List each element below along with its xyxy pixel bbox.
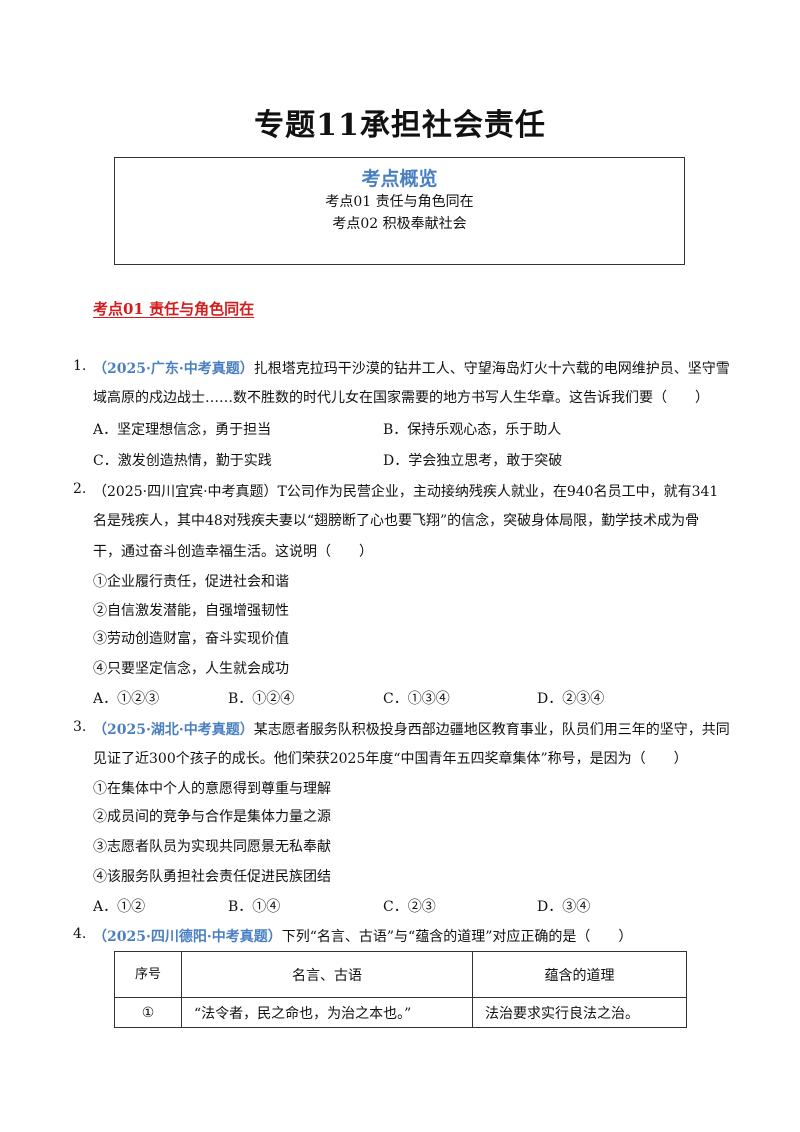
statement-4: ④只要坚定信念，人生就会成功 (93, 661, 289, 677)
question-number: 1. (73, 358, 87, 374)
overview-box: 考点概览 考点01 责任与角色同在 考点02 积极奉献社会 (114, 157, 685, 265)
question-source: （2025·四川德阳·中考真题） (93, 929, 282, 945)
option-a: A．坚定理想信念，勇于担当 (93, 422, 272, 438)
table-header-cell: 序号 (114, 951, 182, 998)
question-3-line-2: 见证了近300个孩子的成长。他们荣获2025年度“中国青年五四奖章集体”称号，是… (93, 751, 688, 767)
question-3-line-1: （2025·湖北·中考真题）某志愿者服务队积极投身西部边疆地区教育事业，队员们用… (93, 719, 730, 739)
question-2-line-1: （2025·四川宜宾·中考真题）T公司作为民营企业，主动接纳残疾人就业，在940… (93, 484, 719, 500)
statement-1: ①企业履行责任，促进社会和谐 (93, 574, 289, 590)
table-row: ① “法令者，民之命也，为治之本也。” 法治要求实行良法之治。 (114, 997, 687, 1028)
table-cell: “法令者，民之命也，为治之本也。” (181, 997, 473, 1028)
option-d: D．②③④ (537, 691, 605, 707)
statement-3: ③志愿者队员为实现共同愿景无私奉献 (93, 839, 331, 855)
option-b: B．保持乐观心态，乐于助人 (383, 422, 562, 438)
option-a: A．①②③ (93, 691, 160, 707)
overview-item: 考点01 责任与角色同在 (325, 194, 474, 210)
statement-2: ②成员间的竞争与合作是集体力量之源 (93, 809, 331, 825)
option-d: D．学会独立思考，敢于突破 (383, 453, 563, 469)
table-header-cell: 名言、古语 (181, 951, 473, 998)
table-cell: ① (114, 997, 182, 1028)
option-b: B．①②④ (228, 691, 295, 707)
option-a: A．①② (93, 899, 146, 915)
question-4-line-1: （2025·四川德阳·中考真题）下列“名言、古语”与“蕴含的道理”对应正确的是（… (93, 926, 632, 946)
statement-1: ①在集体中个人的意愿得到尊重与理解 (93, 781, 331, 797)
question-number: 4. (73, 926, 87, 942)
question-text: 某志愿者服务队积极投身西部边疆地区教育事业，队员们用三年的坚守，共同 (253, 722, 730, 738)
question-2-line-3: 干，通过奋斗创造幸福生活。这说明（ ） (93, 544, 373, 560)
page-title: 专题11承担社会责任 (254, 108, 546, 143)
section-title: 考点01 责任与角色同在 (93, 300, 255, 318)
option-b: B．①④ (228, 899, 281, 915)
option-c: C．②③ (383, 899, 436, 915)
table-cell: 法治要求实行良法之治。 (472, 997, 687, 1028)
overview-item: 考点02 积极奉献社会 (332, 216, 467, 232)
option-c: C．激发创造热情，勤于实践 (93, 453, 272, 469)
statement-2: ②自信激发潜能，自强增强韧性 (93, 603, 289, 619)
question-number: 3. (73, 719, 87, 735)
statement-3: ③劳动创造财富，奋斗实现价值 (93, 631, 289, 647)
question-number: 2. (73, 481, 87, 497)
table-header-row: 序号 名言、古语 蕴含的道理 (114, 951, 687, 998)
option-c: C．①③④ (383, 691, 450, 707)
question-text: 下列“名言、古语”与“蕴含的道理”对应正确的是（ ） (281, 929, 633, 945)
question-2-line-2: 名是残疾人，其中48对残疾夫妻以“翅膀断了心也要飞翔”的信念，突破身体局限，勤学… (93, 513, 700, 529)
question-1-line-2: 域高原的戍边战士……数不胜数的时代儿女在国家需要的地方书写人生华章。这告诉我们要… (93, 390, 709, 406)
question-4-table: 序号 名言、古语 蕴含的道理 ① “法令者，民之命也，为治之本也。” 法治要求实… (114, 951, 687, 1028)
statement-4: ④该服务队勇担社会责任促进民族团结 (93, 869, 331, 885)
table-header-cell: 蕴含的道理 (472, 951, 687, 998)
question-source: （2025·广东·中考真题） (93, 361, 254, 377)
question-text: 扎根塔克拉玛干沙漠的钻井工人、守望海岛灯火十六载的电网维护员、坚守雪 (253, 361, 730, 377)
question-1-line-1: （2025·广东·中考真题）扎根塔克拉玛干沙漠的钻井工人、守望海岛灯火十六载的电… (93, 358, 730, 378)
overview-heading: 考点概览 (361, 168, 438, 190)
option-d: D．③④ (537, 899, 591, 915)
question-source: （2025·湖北·中考真题） (93, 722, 254, 738)
